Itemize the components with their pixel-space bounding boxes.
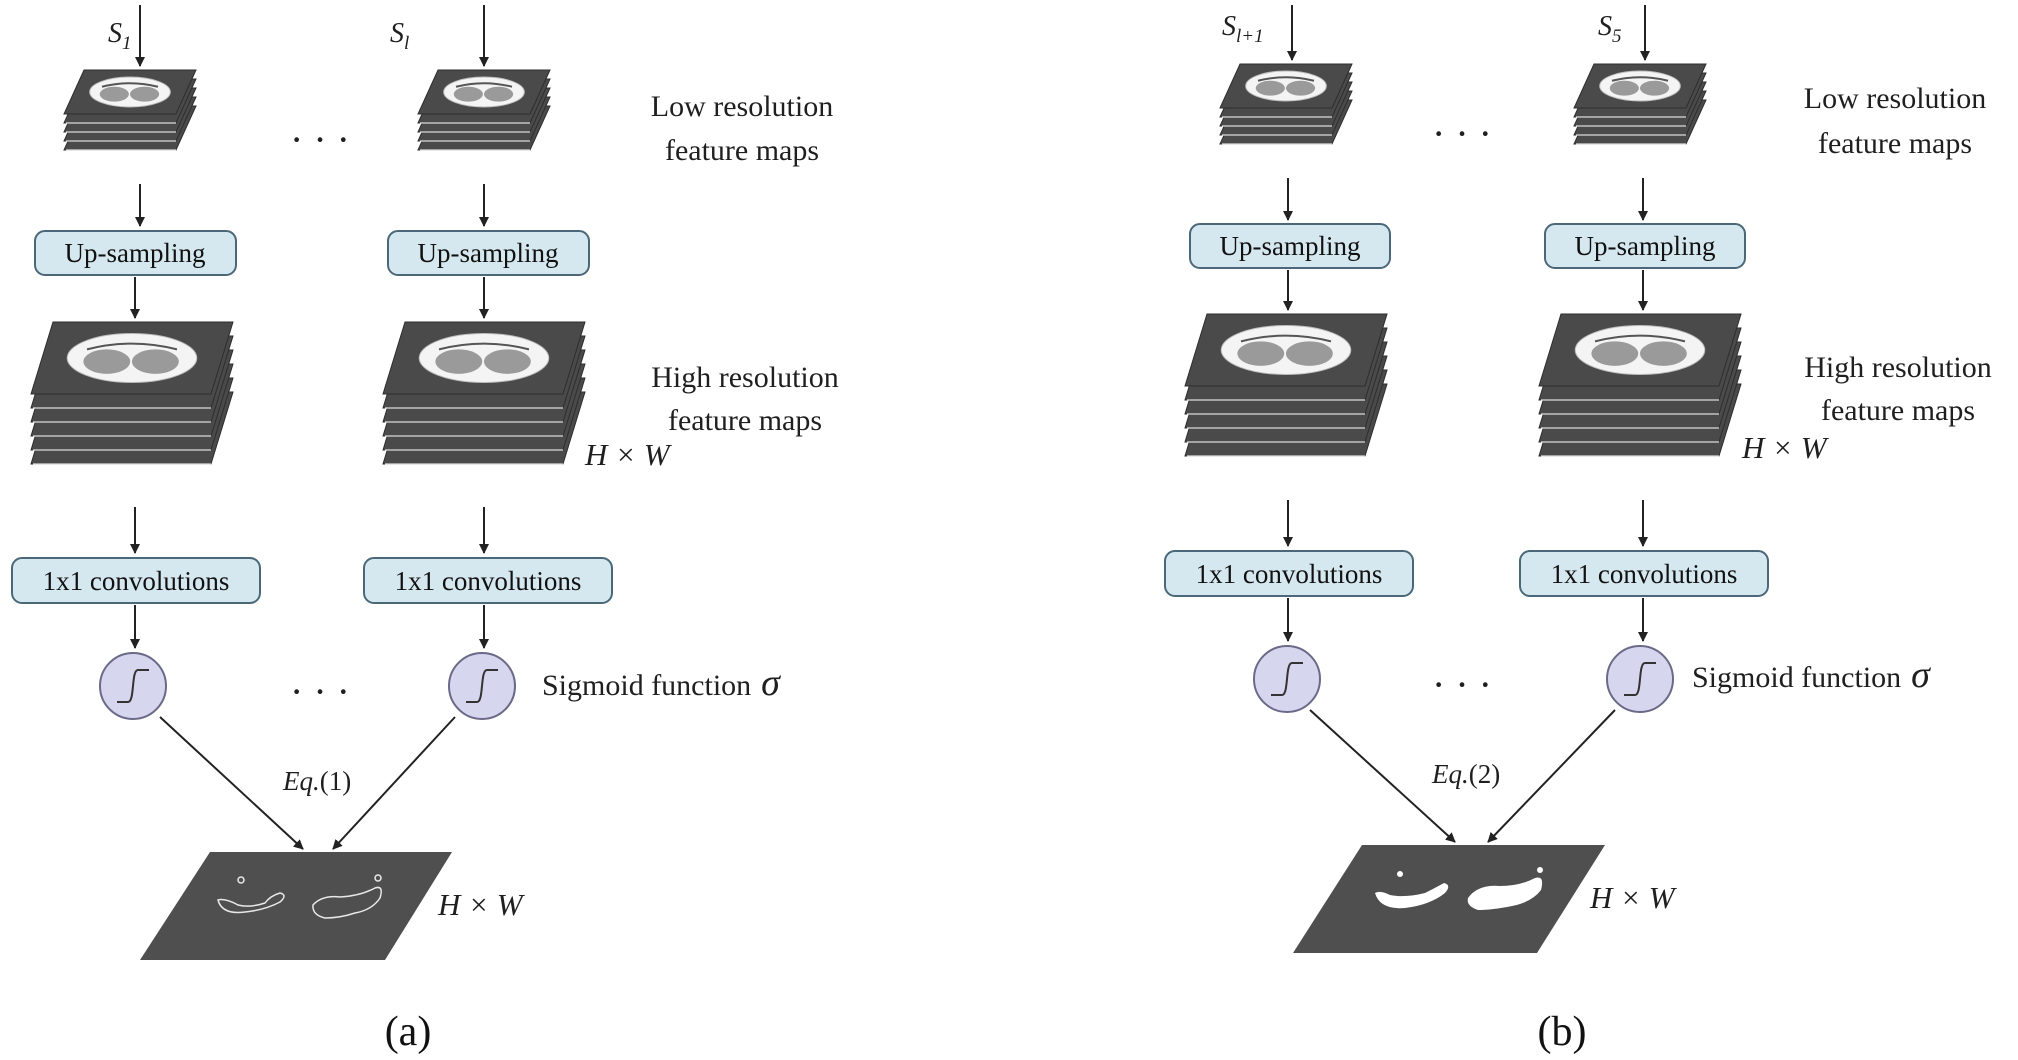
- ellipsis-sigmoid: · · ·: [290, 669, 350, 714]
- sigmoid-curve: [1271, 662, 1303, 696]
- upsampling-box: Up-sampling: [1189, 223, 1391, 269]
- high-res-label-line1: High resolution: [1804, 351, 1992, 384]
- arrow: [1309, 709, 1456, 843]
- lung-right: [1640, 341, 1687, 366]
- panel-a: S1 Sl · · · Low resolution feature maps …: [11, 5, 839, 1055]
- panel-label-a: (a): [385, 1009, 432, 1055]
- svg-text:1x1 convolutions: 1x1 convolutions: [43, 566, 230, 596]
- lung-left: [1255, 80, 1285, 96]
- svg-text:1x1 convolutions: 1x1 convolutions: [1196, 559, 1383, 589]
- sigmoid-icon: [1253, 645, 1321, 713]
- lung-right: [1286, 341, 1333, 366]
- upsampling-box: Up-sampling: [34, 230, 237, 276]
- ellipsis-top: · · ·: [290, 117, 350, 162]
- high-res-feature-stack: [1184, 313, 1388, 457]
- svg-text:Up-sampling: Up-sampling: [1575, 231, 1716, 261]
- high-res-label-line2: feature maps: [1821, 394, 1975, 427]
- low-res-label-line2: feature maps: [665, 134, 819, 167]
- sigmoid-curve: [466, 669, 498, 703]
- lung-left: [453, 86, 483, 102]
- sigmoid-icon: [99, 652, 167, 720]
- sigmoid-curve: [117, 669, 149, 703]
- upsampling-box: Up-sampling: [387, 230, 590, 276]
- conv-box: 1x1 convolutions: [11, 557, 261, 604]
- hw-label-mid: H × W: [584, 437, 673, 472]
- ct-detail: [1240, 334, 1332, 343]
- conv-box: 1x1 convolutions: [1519, 550, 1769, 597]
- low-res-feature-stack: [63, 69, 197, 151]
- svg-text:1x1 convolutions: 1x1 convolutions: [1551, 559, 1738, 589]
- ellipsis-top: · · ·: [1432, 111, 1492, 156]
- high-res-feature-stack: [30, 321, 234, 465]
- equation-label: Eq.(1): [282, 766, 351, 796]
- input-label-s5: S5: [1598, 11, 1622, 47]
- output-map: [1293, 845, 1605, 953]
- high-res-label-line1: High resolution: [651, 361, 839, 394]
- low-res-feature-stack: [1219, 63, 1353, 145]
- lung-right: [132, 349, 179, 374]
- lung-right: [1286, 80, 1316, 96]
- lung-right: [130, 86, 160, 102]
- ellipsis-sigmoid: · · ·: [1432, 662, 1492, 707]
- lung-right: [1640, 80, 1670, 96]
- panel-b: Sl+1 S5 · · · Low resolution feature map…: [1164, 5, 1992, 1055]
- arrow: [332, 716, 456, 850]
- lung-left: [1237, 341, 1285, 366]
- arrow: [1487, 709, 1616, 843]
- ct-detail: [1257, 76, 1315, 82]
- low-res-label-line2: feature maps: [1818, 127, 1972, 160]
- panel-label-b: (b): [1538, 1009, 1587, 1055]
- lung-left: [83, 349, 131, 374]
- ct-detail: [1594, 334, 1686, 343]
- low-res-feature-stack: [417, 69, 551, 151]
- input-label-s1: S1: [108, 18, 132, 54]
- svg-text:Up-sampling: Up-sampling: [418, 238, 559, 268]
- high-res-feature-stack: [1538, 313, 1742, 457]
- arrow: [159, 716, 304, 850]
- high-res-label-line2: feature maps: [668, 404, 822, 437]
- input-label-sl1: Sl+1: [1222, 11, 1264, 47]
- input-label-sl: Sl: [390, 18, 409, 54]
- sigmoid-icon: [448, 652, 516, 720]
- high-res-feature-stack: [382, 321, 586, 465]
- lung-left: [1609, 80, 1639, 96]
- lung-left: [1591, 341, 1639, 366]
- lung-right: [484, 86, 514, 102]
- segmentation-mask: [1375, 867, 1543, 910]
- conv-box: 1x1 convolutions: [363, 557, 613, 604]
- svg-text:Up-sampling: Up-sampling: [1220, 231, 1361, 261]
- sigmoid-curve: [1624, 662, 1656, 696]
- svg-text:Up-sampling: Up-sampling: [65, 238, 206, 268]
- lung-right: [484, 349, 531, 374]
- hw-label-out: H × W: [437, 887, 526, 922]
- svg-text:1x1 convolutions: 1x1 convolutions: [395, 566, 582, 596]
- ct-detail: [86, 342, 178, 351]
- lung-left: [435, 349, 483, 374]
- edge-map: [217, 874, 382, 919]
- upsampling-box: Up-sampling: [1544, 223, 1746, 269]
- ct-detail: [101, 82, 159, 88]
- hw-label-out: H × W: [1589, 880, 1678, 915]
- sigmoid-icon: [1606, 645, 1674, 713]
- ct-detail: [455, 82, 513, 88]
- low-res-label-line1: Low resolution: [651, 90, 833, 123]
- hw-label-mid: H × W: [1741, 430, 1830, 465]
- conv-box: 1x1 convolutions: [1164, 550, 1414, 597]
- low-res-feature-stack: [1573, 63, 1707, 145]
- ct-detail: [438, 342, 530, 351]
- low-res-label-line1: Low resolution: [1804, 82, 1986, 115]
- lung-left: [99, 86, 129, 102]
- equation-label: Eq.(2): [1431, 759, 1500, 789]
- ct-detail: [1611, 76, 1669, 82]
- output-map: [140, 852, 452, 960]
